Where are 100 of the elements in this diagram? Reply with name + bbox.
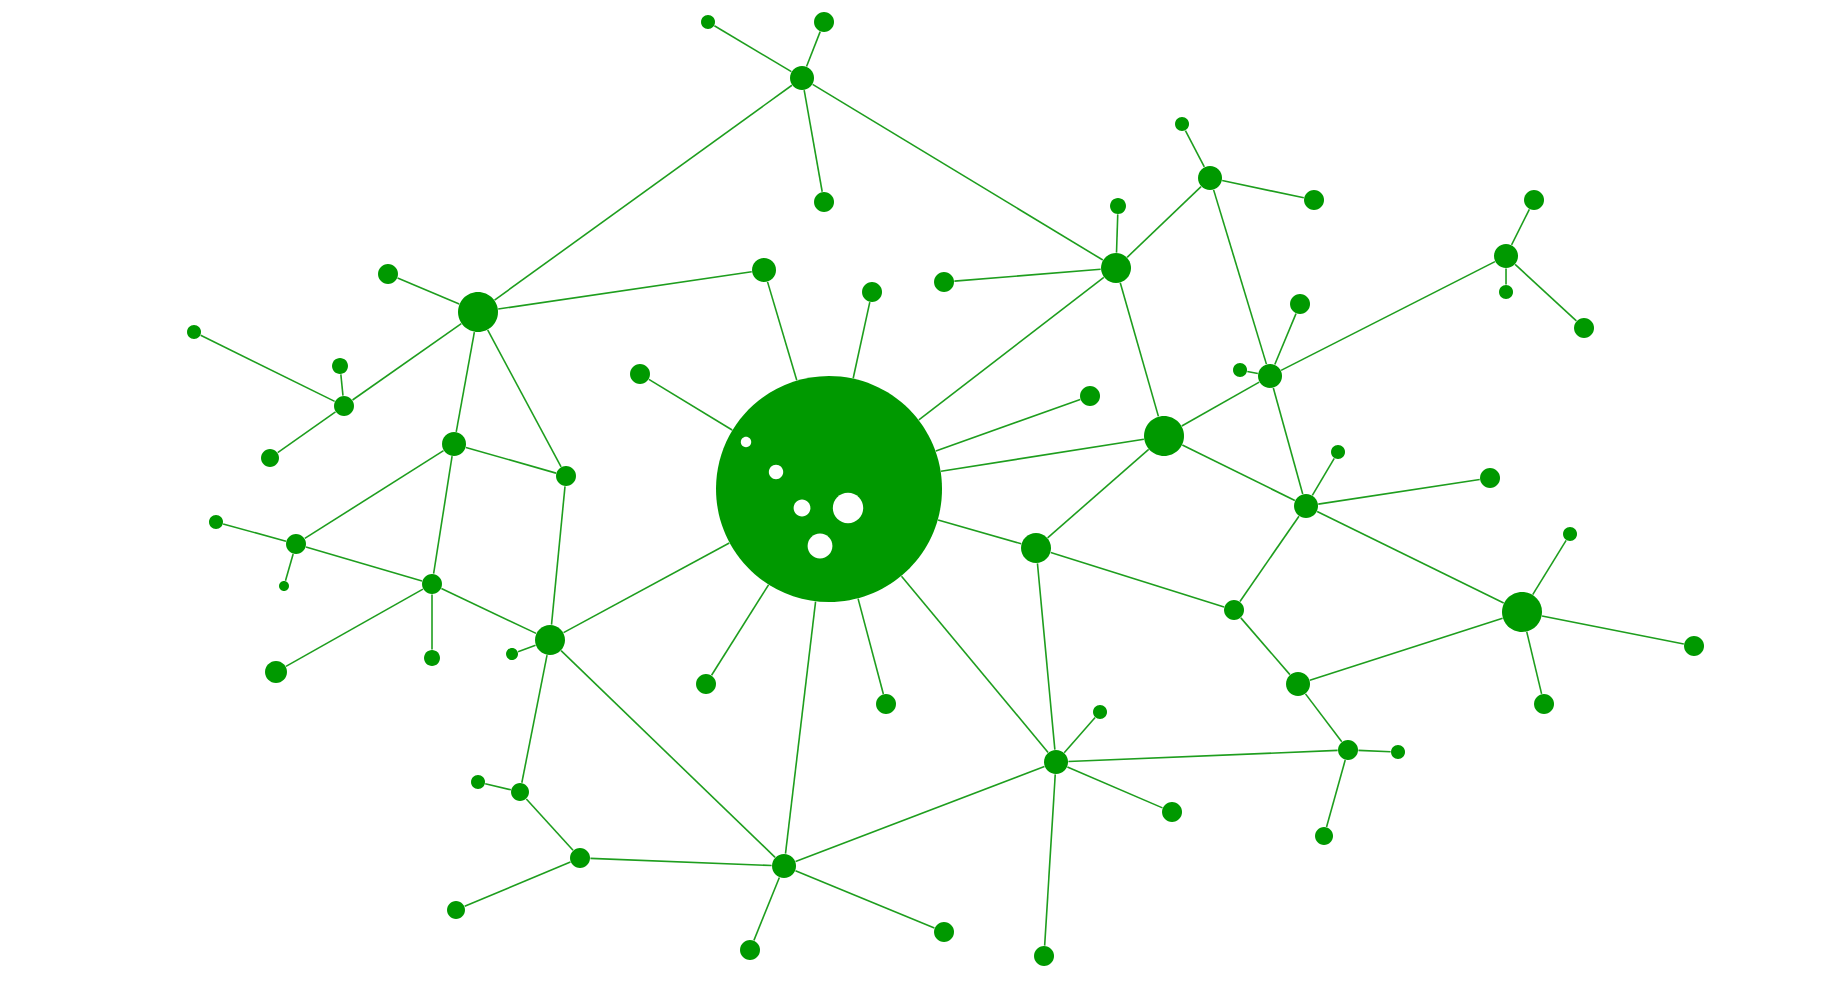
network-dot [1093, 705, 1107, 719]
connector-line [497, 271, 753, 310]
network-dot [862, 282, 882, 302]
network-dot [1044, 750, 1068, 774]
connector-line [463, 861, 572, 908]
network-dot [1524, 190, 1544, 210]
connector-line [1181, 444, 1296, 502]
connector-line [484, 782, 512, 791]
connector-line [811, 83, 1104, 261]
network-dot [286, 534, 306, 554]
connector-line [351, 322, 463, 401]
network-dot [696, 674, 716, 694]
connector-line [940, 438, 1145, 473]
connector-line [1311, 457, 1336, 497]
network-dot [556, 466, 576, 486]
connector-line [589, 857, 773, 867]
connector-line [710, 584, 770, 676]
connector-line [222, 523, 287, 543]
connector-line [1180, 381, 1261, 427]
connector-line [396, 277, 461, 305]
connector-line [953, 268, 1102, 282]
connector-line [1505, 267, 1507, 286]
network-dot [1499, 285, 1513, 299]
connector-line [562, 542, 731, 634]
network-dot [570, 848, 590, 868]
network-dot [458, 292, 498, 332]
connector-line [525, 798, 574, 852]
network-dot [1290, 294, 1310, 314]
network-dot [1175, 117, 1189, 131]
connector-line [521, 654, 548, 784]
connector-line [285, 588, 424, 668]
connector-line [1274, 312, 1297, 366]
network-dot [261, 449, 279, 467]
connector-line [1046, 448, 1150, 539]
connector-line [1115, 213, 1119, 254]
connector-line [276, 411, 337, 454]
connector-line [199, 334, 336, 403]
connector-line [857, 597, 885, 695]
network-dot [1304, 190, 1324, 210]
connector-line [465, 446, 557, 474]
connector-line [1514, 263, 1578, 322]
hub-circle [716, 376, 942, 602]
network-dot [1294, 494, 1318, 518]
connector-line [803, 89, 823, 193]
connector-line [1063, 716, 1096, 754]
network-dot [1494, 244, 1519, 268]
network-dot [740, 940, 760, 960]
connector-line [1212, 189, 1268, 365]
connector-line [304, 449, 445, 540]
connector-line [1304, 693, 1343, 743]
connector-line [1036, 562, 1056, 751]
connector-line [1049, 551, 1225, 608]
connector-line [440, 587, 537, 635]
network-dot [772, 854, 796, 878]
network-dot [876, 694, 896, 714]
connector-line [1119, 282, 1160, 418]
network-dot [422, 574, 442, 594]
connector-line [805, 30, 821, 68]
connector-line [1221, 179, 1305, 199]
network-dot [1286, 672, 1310, 696]
connector-line [937, 519, 1022, 545]
network-dot [1315, 827, 1333, 845]
network-dot [1338, 740, 1358, 760]
network-dot [535, 625, 565, 655]
connector-line [493, 84, 793, 301]
connector-line [560, 649, 776, 859]
connector-line [1525, 631, 1543, 695]
network-dot [1331, 445, 1345, 459]
network-dot [1233, 363, 1247, 377]
network-dot [511, 783, 529, 801]
connector-line [431, 593, 433, 651]
network-dot [1021, 533, 1051, 563]
connector-line [1309, 617, 1504, 681]
connector-line [486, 329, 562, 468]
network-dot [1162, 802, 1182, 822]
connector-line [1043, 773, 1057, 947]
connector-line [1067, 749, 1339, 763]
connector-line [1316, 510, 1505, 604]
connector-line [918, 276, 1105, 421]
connector-line [766, 281, 798, 382]
connector-line [784, 600, 817, 855]
network-dot [814, 12, 834, 32]
connector-line [1325, 759, 1346, 828]
connector-line [1317, 478, 1481, 505]
connector-line [935, 398, 1081, 452]
network-dot [1144, 416, 1184, 456]
connector-line [1066, 766, 1164, 809]
connector-line [432, 455, 453, 575]
network-dot [265, 661, 287, 683]
network-dot [934, 272, 954, 292]
network-dot [701, 15, 715, 29]
connector-line [794, 765, 1046, 863]
network-dot [471, 775, 485, 789]
connector-line [1246, 370, 1259, 375]
connector-line [1126, 185, 1202, 259]
network-dot [752, 258, 776, 282]
network-dot [1080, 386, 1100, 406]
network-dot [424, 650, 440, 666]
connector-line [1510, 208, 1531, 246]
network-dot [209, 515, 223, 529]
